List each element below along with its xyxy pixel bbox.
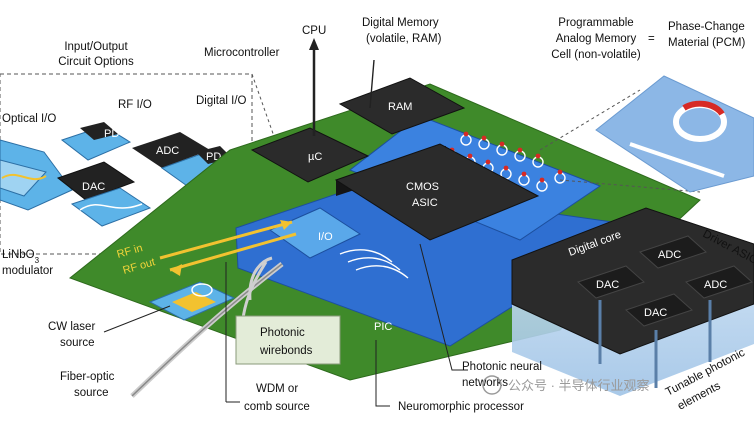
dac-label-1: DAC: [596, 279, 619, 291]
wdm-label-2: comb source: [244, 401, 310, 413]
rf-io-label: RF I/O: [118, 99, 152, 111]
ram-label: RAM: [388, 101, 412, 113]
photonic-wirebonds-label-2: wirebonds: [259, 345, 313, 357]
rf-modulator-waveguide: [79, 203, 143, 211]
adc-label-2: ADC: [704, 279, 727, 291]
adc-io-label: ADC: [156, 145, 179, 157]
dac-label-2: DAC: [644, 307, 667, 319]
pcm-label-1: Phase-Change: [668, 21, 745, 33]
fiber-optic-core: [131, 263, 283, 397]
optical-io-label: Optical I/O: [2, 113, 56, 125]
prog-memory-label-1: Programmable: [558, 17, 633, 29]
cmos-asic-chip: [334, 143, 540, 241]
ram-pointer: [369, 59, 375, 109]
dac-block-1: [577, 265, 645, 299]
pd-label-1: PD: [104, 128, 119, 140]
cmos-label-2: ASIC: [412, 197, 438, 209]
cw-laser-ring: [191, 283, 213, 297]
optical-io-chip-bottom: [0, 159, 47, 197]
linbo3-label: LiNbO3: [2, 249, 40, 265]
pnn-label-2: networks: [462, 377, 508, 389]
io-wave-1: [339, 249, 393, 263]
digital-memory-label-2: (volatile, RAM): [366, 33, 442, 45]
digital-io-label: Digital I/O: [196, 95, 247, 107]
io-chip: [268, 207, 362, 259]
uc-label: µC: [308, 151, 322, 163]
io-options-title-2: Circuit Options: [58, 56, 134, 68]
io-options-title-1: Input/Output: [64, 41, 128, 53]
rf-dac-chip: [56, 161, 136, 201]
rf-in-arrowhead: [280, 220, 292, 230]
cmos-label-1: CMOS: [406, 181, 439, 193]
optical-waveguide: [1, 173, 47, 181]
prog-memory-label-2: Analog Memory: [556, 33, 637, 45]
prog-memory-label-3: Cell (non-volatile): [551, 49, 641, 61]
digital-adc-chip: [132, 132, 210, 168]
pcm-red-segment: [682, 100, 725, 116]
cpu-label: CPU: [302, 25, 326, 37]
ram-chip: [338, 77, 466, 135]
photonic-wirebonds-label-1: Photonic: [260, 327, 305, 339]
cw-laser-pointer: [103, 305, 171, 333]
cpu-arrowhead: [309, 38, 319, 50]
neuromorphic-pointer: [375, 340, 390, 407]
pnn-pointer: [419, 243, 468, 371]
dac-block-2: [625, 293, 693, 327]
cw-laser-label-2: source: [60, 337, 95, 349]
photonic-wirebonds-box: [235, 315, 341, 365]
equals-sign: =: [648, 33, 655, 45]
linbo3-modulator-label: modulator: [2, 265, 53, 277]
io-chip-label: I/O: [318, 231, 333, 243]
rf-in-arrow: [159, 220, 293, 260]
rf-out-arrowhead: [170, 264, 182, 276]
fiber-label-2: source: [74, 387, 109, 399]
adc-label-1: ADC: [658, 249, 681, 261]
uc-chip: [250, 127, 370, 183]
watermark-text: 公众号 · 半导体行业观察: [508, 378, 650, 393]
io-wave-2: [347, 257, 401, 271]
io-options-frame: [0, 73, 253, 255]
pcm-waveguide: [629, 142, 725, 178]
watermark-icon: [482, 375, 502, 395]
pcm-label-2: Material (PCM): [668, 37, 745, 49]
rf-pd-box: [80, 122, 118, 140]
cw-laser-chip: [172, 292, 216, 312]
pnn-label-1: Photonic neural: [462, 361, 542, 373]
neuromorphic-label: Neuromorphic processor: [398, 401, 524, 413]
fiber-label-1: Fiber-optic: [60, 371, 115, 383]
io-wave-3: [355, 265, 409, 279]
dac-io-label: DAC: [82, 181, 105, 193]
wdm-label-1: WDM or: [256, 383, 298, 395]
pic-label: PIC: [374, 321, 392, 333]
cw-laser-label-1: CW laser: [48, 321, 95, 333]
pcm-projection-top: [539, 89, 641, 151]
microcontroller-label: Microcontroller: [204, 47, 280, 59]
digital-memory-label-1: Digital Memory: [362, 17, 439, 29]
rf-out-arrow: [169, 232, 297, 272]
adc-block-2: [685, 265, 753, 299]
adc-block-1: [639, 235, 707, 269]
